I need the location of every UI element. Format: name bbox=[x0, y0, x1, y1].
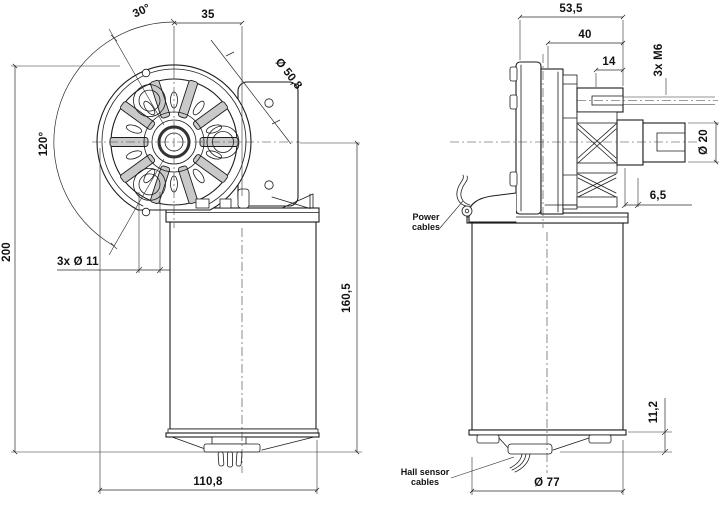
side-output-shaft bbox=[450, 119, 700, 166]
dim-14: 14 bbox=[593, 56, 626, 87]
power-cables-line1: Power bbox=[412, 212, 440, 222]
front-cable-prongs bbox=[217, 451, 243, 468]
dim-200: 200 bbox=[1, 63, 362, 455]
dim-3xM6: 3x M6 bbox=[653, 44, 667, 95]
front-motor-body bbox=[165, 207, 320, 473]
dim-53-5-label: 53,5 bbox=[559, 3, 583, 15]
side-gearbox bbox=[450, 54, 718, 228]
dim-3x11-label: 3x Ø 11 bbox=[57, 256, 99, 268]
dim-77: Ø 77 bbox=[469, 440, 626, 495]
dim-11-2: 11,2 bbox=[560, 398, 672, 456]
power-cables-line2: cables bbox=[412, 222, 440, 232]
dim-35: 35 bbox=[171, 9, 245, 196]
dim-160-5: 160,5 bbox=[300, 140, 360, 455]
dim-110-8-label: 110,8 bbox=[193, 476, 223, 488]
dim-200-label: 200 bbox=[1, 242, 13, 262]
side-motor-body bbox=[466, 212, 629, 473]
dim-160-5-label: 160,5 bbox=[341, 283, 353, 313]
dim-6-5-label: 6,5 bbox=[650, 190, 667, 202]
dim-20: Ø 20 bbox=[688, 120, 719, 165]
dim-53-5: 53,5 bbox=[517, 3, 626, 86]
front-mount-bosses bbox=[133, 84, 240, 201]
dim-40-label: 40 bbox=[578, 29, 591, 41]
side-view: 53,5 40 14 3x M6 Ø 20 6,5 bbox=[401, 3, 719, 495]
label-power-cables: Power cables bbox=[412, 200, 464, 232]
dim-3x11: 3x Ø 11 bbox=[57, 192, 170, 274]
dim-14-label: 14 bbox=[602, 56, 616, 68]
angle-120-label: 120° bbox=[38, 132, 50, 157]
dim-77-label: Ø 77 bbox=[534, 477, 560, 489]
dim-20-label: Ø 20 bbox=[698, 129, 710, 155]
power-cable-hook bbox=[456, 174, 517, 223]
dim-angles: 30° 120° bbox=[38, 2, 178, 256]
dim-40: 40 bbox=[545, 29, 626, 68]
dim-35-label: 35 bbox=[201, 9, 215, 21]
side-m6-hub bbox=[576, 87, 718, 113]
front-top-plate-tabs bbox=[195, 188, 314, 209]
dim-11-2-label: 11,2 bbox=[648, 401, 660, 424]
dim-110-8: 110,8 bbox=[97, 148, 320, 494]
hall-sensor-cable bbox=[509, 453, 531, 473]
label-hall-sensor-cables: Hall sensor cables bbox=[401, 456, 515, 487]
dim-6-5: 6,5 bbox=[621, 168, 692, 209]
hall-cables-line1: Hall sensor bbox=[401, 467, 450, 477]
front-center-lines bbox=[92, 70, 300, 228]
front-view: 200 160,5 110,8 35 30° 120° bbox=[1, 2, 362, 494]
dim-3xM6-label: 3x M6 bbox=[653, 44, 665, 77]
side-worm-wheel bbox=[576, 111, 618, 208]
hall-cables-line2: cables bbox=[411, 477, 439, 487]
front-flange-plate bbox=[237, 81, 311, 209]
angle-30-label: 30° bbox=[131, 2, 153, 21]
